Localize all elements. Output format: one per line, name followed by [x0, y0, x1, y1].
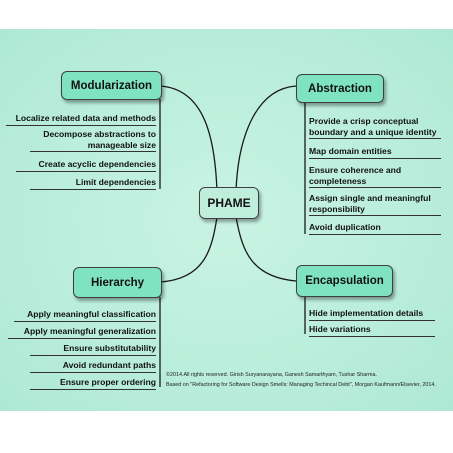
hierarchy-item-2: Apply meaningful generalization — [8, 326, 156, 339]
node-modularization: Modularization — [61, 71, 162, 100]
connector-encapsulation — [235, 216, 297, 282]
hierarchy-item-4: Avoid redundant paths — [30, 360, 156, 373]
credit-line-1: ©2014.All rights reserved. Girish Suryan… — [166, 372, 378, 378]
modularization-item-1: Localize related data and methods — [6, 113, 156, 126]
hierarchy-item-3: Ensure substitutability — [30, 343, 156, 356]
connector-lines — [159, 85, 306, 387]
abstraction-item-1: Provide a crisp conceptual boundary and … — [309, 116, 441, 139]
mind-map-canvas: Modularization Localize related data and… — [0, 29, 453, 411]
connector-modularization — [159, 85, 218, 192]
node-encapsulation: Encapsulation — [296, 265, 393, 297]
abstraction-item-2: Map domain entities — [309, 146, 441, 159]
node-center-phame: PHAME — [199, 187, 259, 219]
connector-hierarchy — [159, 216, 218, 283]
abstraction-item-5: Avoid duplication — [309, 222, 441, 235]
connector-abstraction — [235, 85, 297, 192]
modularization-item-2: Decompose abstractions to manageable siz… — [30, 129, 156, 152]
encapsulation-item-1: Hide implementation details — [309, 308, 435, 321]
modularization-item-4: Limit dependencies — [30, 177, 156, 190]
hierarchy-item-5: Ensure proper ordering — [30, 377, 156, 390]
node-abstraction: Abstraction — [296, 74, 384, 103]
encapsulation-item-2: Hide variations — [309, 324, 435, 337]
copyright-credit: ©2014.All rights reserved. Girish Suryan… — [166, 370, 436, 390]
node-hierarchy: Hierarchy — [73, 267, 162, 298]
hierarchy-item-1: Apply meaningful classification — [14, 309, 156, 322]
modularization-item-3: Create acyclic dependencies — [16, 159, 156, 172]
credit-line-2: Based on "Refactoring for Software Desig… — [166, 382, 436, 388]
abstraction-item-4: Assign single and meaningful responsibil… — [309, 193, 441, 216]
abstraction-item-3: Ensure coherence and completeness — [309, 165, 441, 188]
